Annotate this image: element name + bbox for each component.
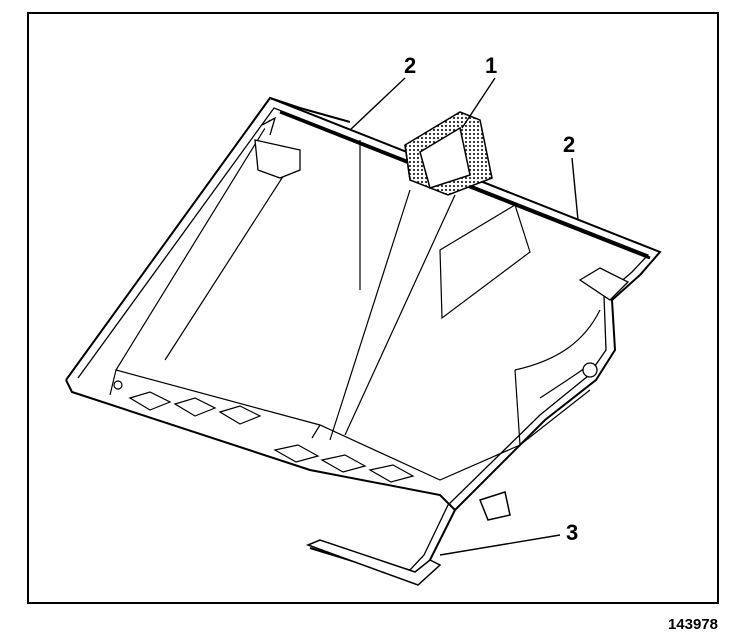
figure-frame — [27, 12, 719, 604]
leader-line-3 — [439, 534, 561, 556]
front-vent-slots — [113, 380, 415, 483]
figure-number: 143978 — [667, 616, 718, 633]
floor-flap — [439, 204, 531, 320]
leader-line-2-left — [349, 77, 406, 131]
trim-strip — [305, 491, 511, 586]
tray-rim — [65, 96, 662, 582]
leader-lines — [349, 77, 579, 556]
callout-3: 3 — [566, 520, 578, 545]
callout-2-right: 2 — [563, 132, 575, 157]
callout-2-left: 2 — [404, 53, 416, 78]
tray-interior — [109, 119, 601, 481]
leader-line-1 — [461, 77, 496, 129]
duct-outlet — [404, 111, 493, 196]
right-corner-mount — [578, 267, 630, 378]
left-corner-mount — [254, 116, 301, 179]
leader-line-2-right — [571, 157, 579, 221]
callout-1: 1 — [485, 53, 497, 78]
